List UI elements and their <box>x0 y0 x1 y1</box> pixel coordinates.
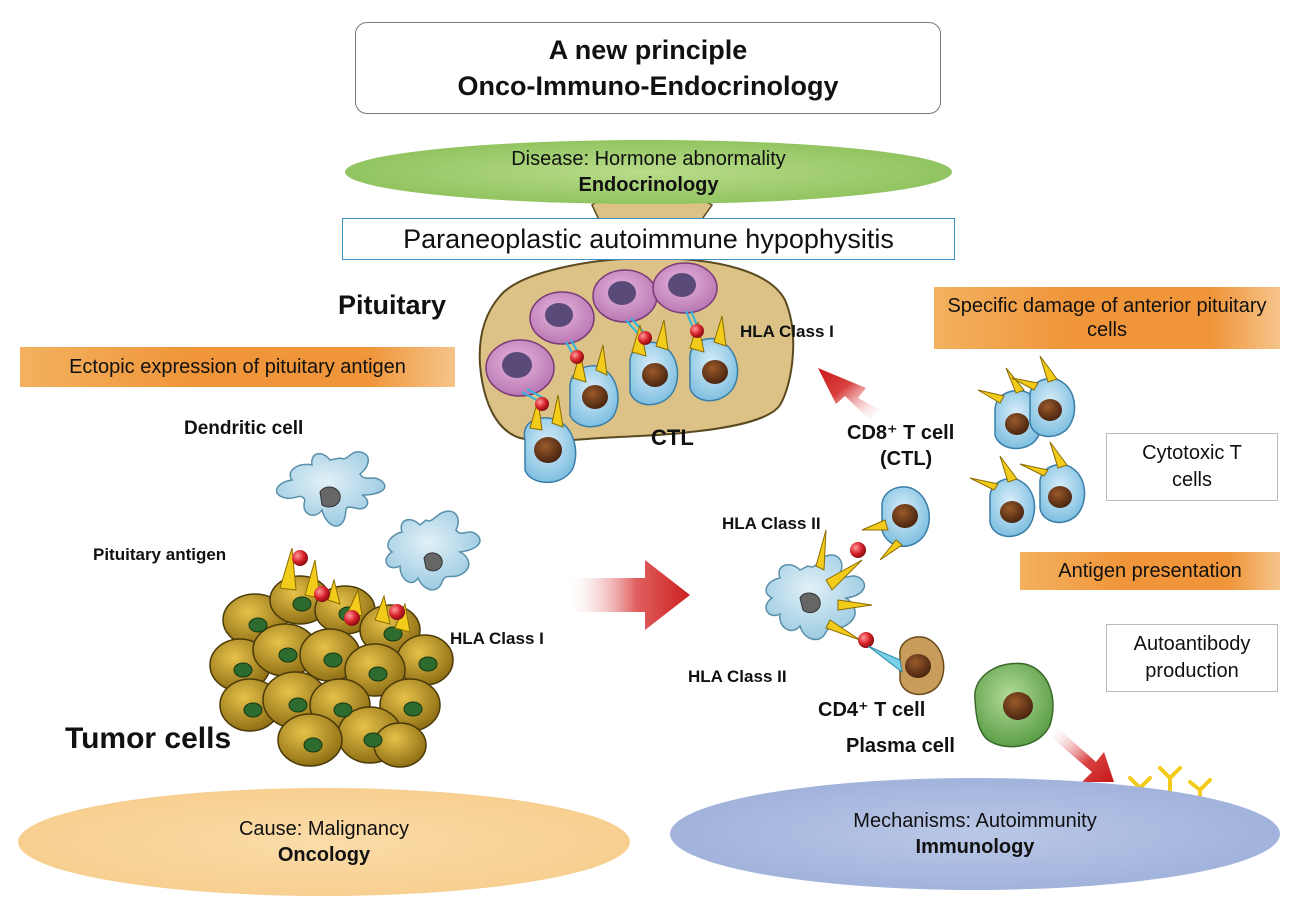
cause-line2: Oncology <box>277 844 371 866</box>
pituitary-cell <box>592 269 658 323</box>
disease-ellipse: Disease: Hormone abnormality Endocrinolo… <box>345 140 952 204</box>
label-pituitary-antigen: Pituitary antigen <box>93 545 227 564</box>
pituitary-cell <box>529 291 595 345</box>
tag-ectopic-text: Ectopic expression of pituitary antigen <box>69 356 406 378</box>
antigen-pituitary <box>535 324 704 411</box>
label-hla-class-ii-bottom: HLA Class II <box>688 667 787 686</box>
ctl-cell <box>969 455 1036 538</box>
title-line2: Onco-Immuno-Endocrinology <box>457 71 839 101</box>
tag-specific-damage: Specific damage of anterior pituitary ce… <box>934 287 1280 349</box>
box-cytotoxic-text: Cytotoxic T cells <box>1142 442 1242 491</box>
box-autoantibody-text: Autoantibody production <box>1133 633 1251 682</box>
box-autoantibody: Autoantibody production <box>1106 624 1278 692</box>
tumor-hla-class-i <box>279 547 411 633</box>
disease-line1: Disease: Hormone abnormality <box>511 148 786 170</box>
ctl-cell <box>523 394 577 484</box>
cause-ellipse: Cause: Malignancy Oncology <box>18 788 630 896</box>
dendritic-cell <box>385 510 481 591</box>
label-hla-class-i-top: HLA Class I <box>740 322 834 341</box>
tag-antigen-presentation-text: Antigen presentation <box>1058 560 1242 582</box>
label-hla-class-i-tumor: HLA Class I <box>450 629 544 648</box>
antigen-apc <box>850 542 874 648</box>
cd4-t-cell <box>867 636 945 696</box>
ctl-cells-pituitary <box>523 315 739 484</box>
arrow-to-pituitary <box>818 368 880 420</box>
plasma-cell <box>974 662 1054 748</box>
label-cd4-t-cell: CD4⁺ T cell <box>818 699 926 721</box>
mechanism-line1: Mechanisms: Autoimmunity <box>853 810 1097 832</box>
arrow-to-antibodies <box>1052 728 1114 782</box>
cause-line1: Cause: Malignancy <box>238 818 410 840</box>
label-ctl: CTL <box>651 425 694 450</box>
tumor-cell-cluster <box>209 575 454 768</box>
cd8-t-cell <box>861 486 931 561</box>
disease-line2: Endocrinology <box>578 174 719 196</box>
label-cd8-t-cell: CD8⁺ T cell <box>847 422 955 444</box>
label-tumor-cells: Tumor cells <box>65 722 232 755</box>
tag-specific-damage-text: Specific damage of anterior pituitary ce… <box>947 295 1267 341</box>
arrow-center <box>570 560 690 630</box>
tag-ectopic: Ectopic expression of pituitary antigen <box>20 347 455 387</box>
mechanism-line2: Immunology <box>915 836 1035 858</box>
title-box: A new principle Onco-Immuno-Endocrinolog… <box>355 22 941 114</box>
label-hla-class-ii-top: HLA Class II <box>722 514 821 533</box>
pituitary-cells <box>485 262 718 397</box>
main-label-box: Paraneoplastic autoimmune hypophysitis <box>342 218 955 260</box>
ctl-cell <box>629 319 679 406</box>
cytotoxic-t-cells <box>969 355 1086 538</box>
ctl-cell <box>569 344 619 428</box>
box-cytotoxic: Cytotoxic T cells <box>1106 433 1278 501</box>
label-plasma-cell: Plasma cell <box>846 735 955 757</box>
pituitary-cell <box>485 339 555 397</box>
title-line1: A new principle <box>548 35 748 65</box>
pituitary-cell <box>652 262 718 314</box>
antigen-presenting-cell <box>765 529 873 641</box>
label-pituitary: Pituitary <box>338 290 447 320</box>
ctl-cell <box>1019 441 1086 524</box>
ctl-cell <box>1011 355 1076 438</box>
mechanism-ellipse: Mechanisms: Autoimmunity Immunology <box>670 778 1280 890</box>
main-label: Paraneoplastic autoimmune hypophysitis <box>403 223 894 254</box>
label-dendritic-cell: Dendritic cell <box>184 418 304 439</box>
tag-antigen-presentation: Antigen presentation <box>1020 552 1280 590</box>
label-cd8-ctl: (CTL) <box>880 448 933 470</box>
dendritic-cell <box>275 451 386 527</box>
